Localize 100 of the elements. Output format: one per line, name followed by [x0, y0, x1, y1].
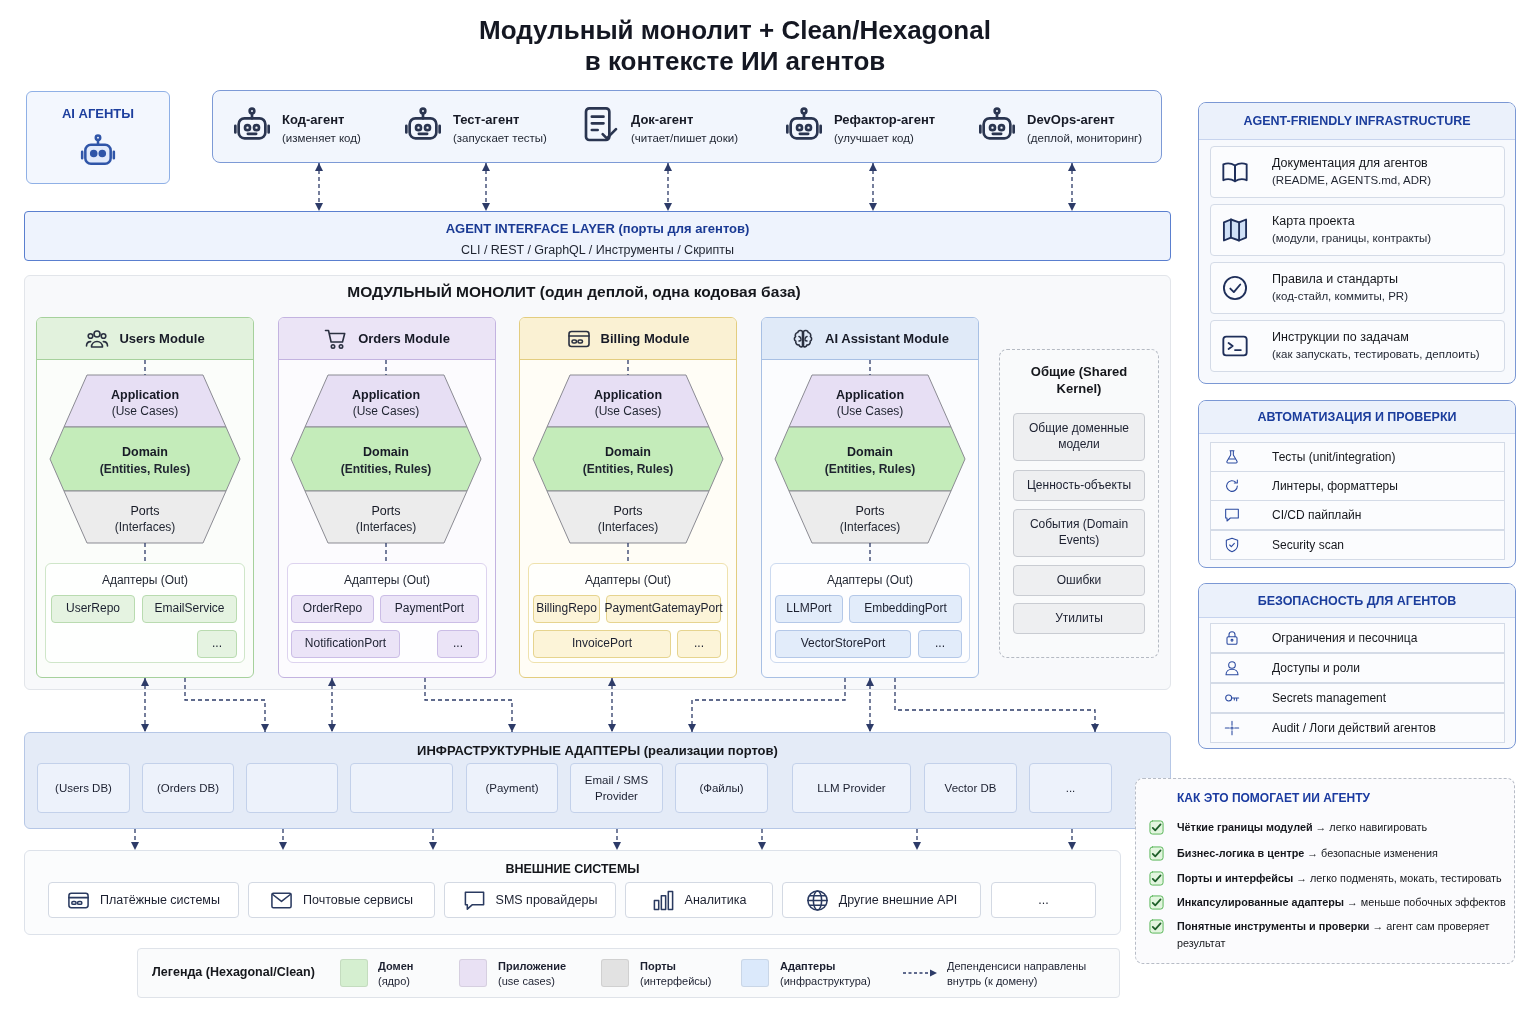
benefits-panel [1135, 778, 1515, 964]
dashed-arrow [894, 677, 1099, 733]
info-card [1210, 204, 1505, 256]
legend-text: Адаптеры (инфраструктура) [780, 959, 872, 989]
band-title: Ports [130, 504, 160, 518]
panel-title: КАК ЭТО ПОМОГАЕТ ИИ АГЕНТУ [1177, 791, 1371, 805]
adapter-chip: EmbeddingPort [849, 595, 962, 623]
band-subtitle: (Entities, Rules) [824, 462, 916, 476]
dashed-double-arrow [328, 677, 336, 733]
panel-title: Общие (Shared Kernel) [1029, 363, 1129, 397]
section-title: ВНЕШНИЕ СИСТЕМЫ [505, 862, 640, 876]
panel-title: Адаптеры (Out) [826, 573, 914, 587]
adapters-panel [770, 563, 970, 663]
infrastructure-layer-band [24, 732, 1171, 829]
module-title: AI Assistant Module [825, 331, 949, 346]
dashed-connector-line [627, 542, 629, 564]
agent-description: (улучшает код) [834, 132, 914, 144]
card-title: Инструкции по задачам [1272, 330, 1409, 344]
dashed-arrow [913, 828, 921, 851]
dashed-arrow [424, 677, 516, 733]
dashed-connector-line [869, 542, 871, 564]
kernel-item: Утилиты [1013, 603, 1145, 634]
panel-header: АВТОМАТИЗАЦИЯ И ПРОВЕРКИ [1199, 401, 1515, 434]
card-label: Платёжные системы [100, 893, 220, 907]
card-description: (README, AGENTS.md, ADR) [1272, 174, 1432, 186]
interface-layer-band [24, 211, 1171, 261]
dashed-arrow [758, 828, 766, 851]
infrastructure-adapter: Email / SMS Provider [570, 763, 663, 813]
shared-kernel-panel [999, 349, 1159, 658]
info-card [1210, 262, 1505, 314]
band-title: Ports [371, 504, 401, 518]
empty-box [246, 763, 338, 813]
card-title: Документация для агентов [1272, 156, 1428, 170]
band-subtitle: (Interfaces) [114, 520, 176, 534]
external-system-card [625, 882, 773, 918]
benefit-text: Бизнес-логика в центре → безопасные изменения [1177, 846, 1439, 861]
adapter-chip: OrderRepo [291, 595, 374, 623]
dashed-double-arrow [608, 677, 616, 733]
band-subtitle: (Interfaces) [355, 520, 417, 534]
list-row [1210, 500, 1505, 530]
adapter-chip: LLMPort [775, 595, 843, 623]
agent-description: (деплой, мониторинг) [1027, 132, 1143, 144]
infrastructure-adapter: (Payment) [466, 763, 558, 813]
agent-description: (читает/пишет доки) [631, 132, 738, 144]
module-title: Billing Module [600, 331, 690, 346]
adapters-panel [287, 563, 487, 663]
infrastructure-adapter: (Orders DB) [142, 763, 234, 813]
list-row [1210, 623, 1505, 653]
band-title: Domain [605, 445, 651, 459]
kernel-item: Ошибки [1013, 565, 1145, 596]
dashed-arrow [688, 677, 846, 733]
benefit-text: Инкапсулированные адаптеры → меньше побочных эффектов [1177, 895, 1507, 910]
legend-text: Домен (ядро) [378, 959, 415, 989]
module-header [279, 318, 495, 360]
external-system-card [248, 882, 435, 918]
external-system-card [444, 882, 616, 918]
dashed-arrow [279, 828, 287, 851]
dashed-arrow [613, 828, 621, 851]
adapters-panel [45, 563, 245, 663]
band-subtitle: (Entities, Rules) [582, 462, 674, 476]
external-system-card [48, 882, 239, 918]
infrastructure-adapter: (Users DB) [37, 763, 130, 813]
dashed-double-arrow [1068, 162, 1076, 212]
list-row [1210, 713, 1505, 743]
panel-header: AGENT-FRIENDLY INFRASTRUCTURE [1199, 103, 1515, 140]
panel-title: Адаптеры (Out) [101, 573, 189, 587]
adapter-chip: PaymentPort [380, 595, 479, 623]
adapter-chip: ... [197, 630, 237, 658]
row-label: Security scan [1272, 538, 1345, 552]
legend-title: Легенда (Hexagonal/Clean) [152, 965, 315, 979]
list-row [1210, 471, 1505, 501]
module-title: Users Module [119, 331, 205, 346]
dashed-connector-line [144, 542, 146, 564]
module-header [762, 318, 978, 360]
dashed-double-arrow [141, 677, 149, 733]
row-label: CI/CD пайплайн [1272, 508, 1362, 522]
module-card [278, 317, 496, 678]
list-row [1210, 683, 1505, 713]
row-label: Ограничения и песочница [1272, 631, 1418, 645]
legend-text: Приложение (use cases) [498, 959, 568, 989]
band-title: Ports [613, 504, 643, 518]
dashed-arrow [131, 828, 139, 851]
monolith-panel [24, 275, 1171, 690]
dashed-double-arrow [866, 677, 874, 733]
card-title: AI АГЕНТЫ [61, 106, 135, 121]
agent-description: (изменяет код) [282, 132, 361, 144]
adapter-chip: PaymentGatemayPort [606, 595, 721, 623]
band-title: Domain [363, 445, 409, 459]
section-title: ИНФРАСТРУКТУРНЫЕ АДАПТЕРЫ (реализации портов) [417, 743, 778, 758]
dashed-double-arrow [315, 162, 323, 212]
external-system-card: ... [991, 882, 1096, 918]
side-panel [1198, 102, 1516, 384]
infrastructure-adapter: Vector DB [924, 763, 1017, 813]
agent-name: Код-агент [282, 112, 345, 127]
dashed-arrow [1068, 828, 1076, 851]
legend-text: Депенденсиси направлены внутрь (к домену) [947, 959, 1088, 989]
card-label: Аналитика [684, 893, 747, 907]
dashed-double-arrow [664, 162, 672, 212]
kernel-item: Ценность-объекты [1013, 470, 1145, 501]
empty-box [350, 763, 453, 813]
